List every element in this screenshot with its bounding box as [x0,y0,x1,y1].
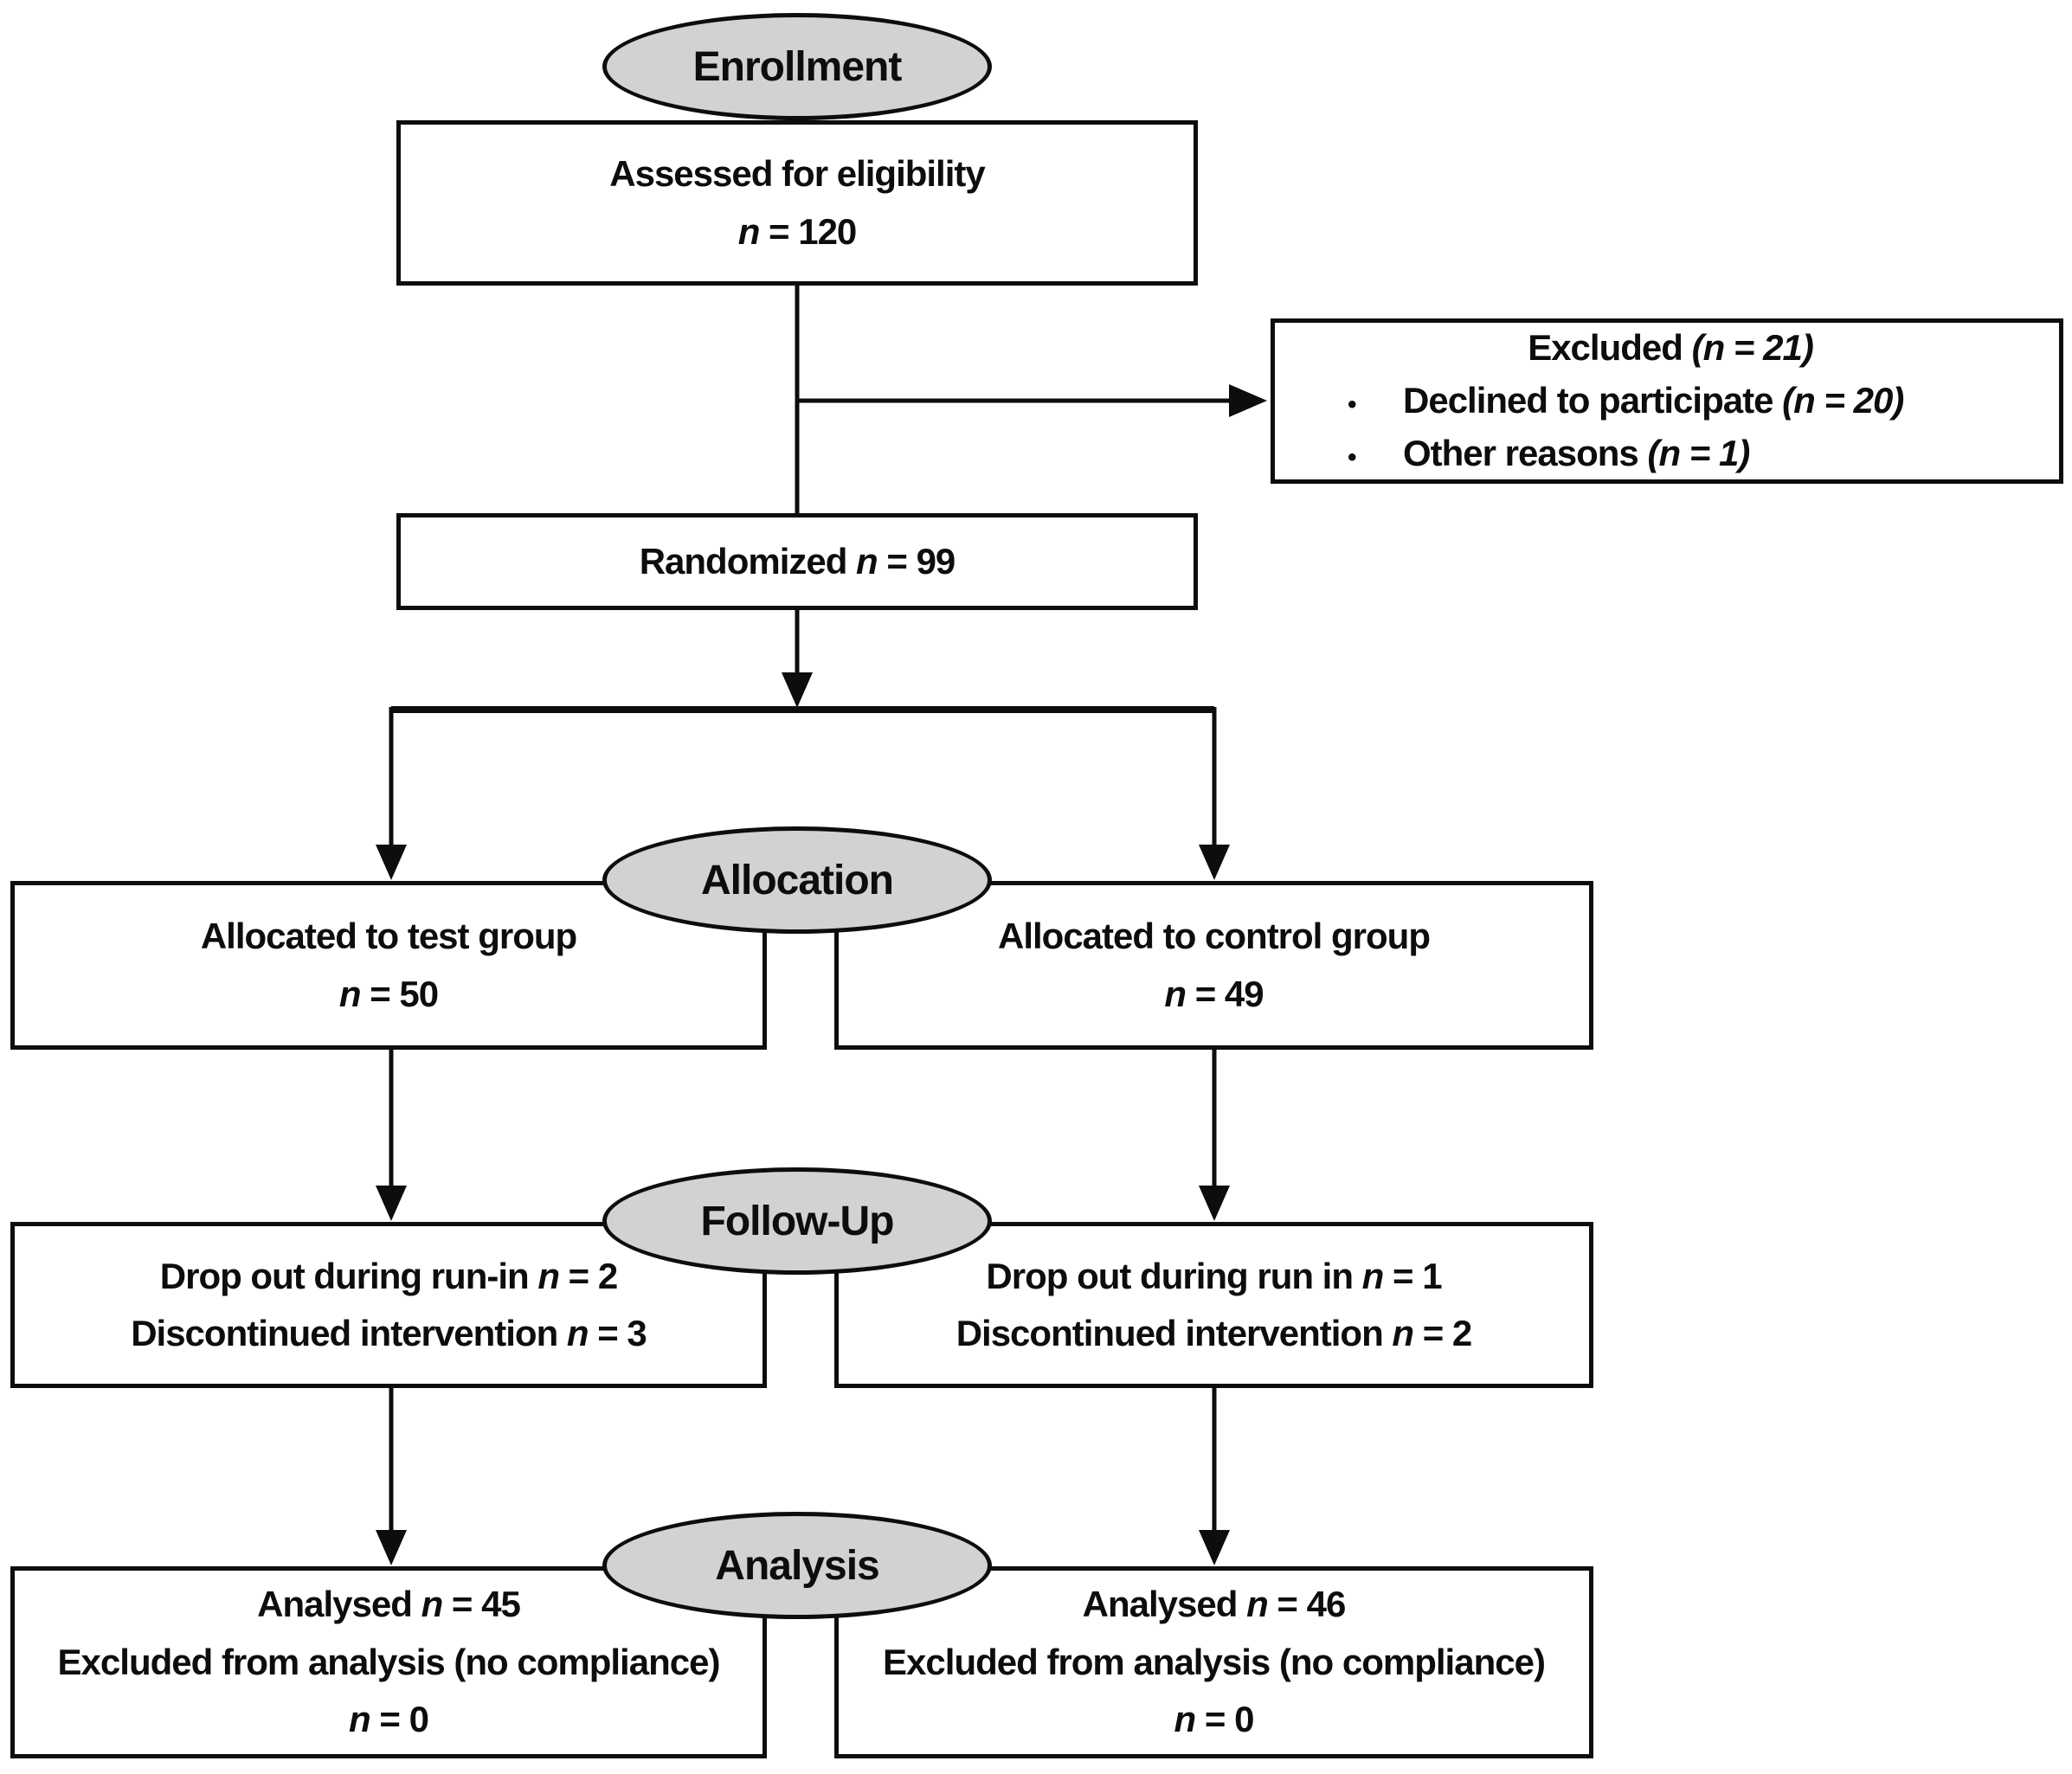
box-text-line: Excluded from analysis (no compliance) [883,1641,1546,1682]
box-text-line: n = 0 [349,1699,429,1740]
arrowhead-excluded-icon [1229,384,1267,417]
box-text-line: Drop out during run-in n = 2 [159,1255,618,1296]
box-text-line: Excluded from analysis (no compliance) [57,1641,721,1682]
box-text-line: Analysed n = 45 [257,1584,521,1625]
followup-stage-ellipse: Follow-Up [602,1167,992,1275]
box-text-line: Drop out during run in n = 1 [986,1255,1442,1296]
enrollment-stage-ellipse: Enrollment [602,13,992,120]
box-text-line: Randomized n = 99 [639,540,956,582]
stage-label: Enrollment [692,43,903,90]
arrowhead-test-analysis-icon [376,1530,407,1565]
box-text-line: Allocated to control group [998,916,1431,957]
allocation-stage-ellipse: Allocation [602,826,992,934]
analysis-test-group-box: Analysed n = 45 Excluded from analysis (… [10,1566,767,1758]
arrowhead-control-analysis-icon [1199,1530,1230,1565]
stage-label: Allocation [700,857,894,903]
excluded-box: Excluded (n = 21) • Declined to particip… [1271,318,2063,484]
box-text-line: Discontinued intervention n = 2 [956,1313,1473,1353]
box-text-line: Assessed for eligibility [609,153,985,195]
arrowhead-split-icon [782,672,813,708]
arrowhead-control-allocation-icon [1199,845,1230,880]
box-text-line: n = 50 [338,973,439,1014]
excluded-bullet-item: • Other reasons (n = 1) [1297,427,2043,480]
bullet-icon: • [1348,390,1357,420]
analysis-stage-ellipse: Analysis [602,1512,992,1619]
randomized-box: Randomized n = 99 [396,513,1198,610]
bullet-text: Other reasons (n = 1) [1403,432,1750,473]
bullet-icon: • [1348,442,1357,472]
followup-control-group-box: Drop out during run in n = 1 Discontinue… [834,1222,1593,1388]
box-text-line: n = 49 [1164,973,1264,1014]
box-text-line: n = 0 [1174,1699,1255,1740]
excluded-bullet-item: • Declined to participate (n = 20) [1297,375,2043,427]
stage-label: Follow-Up [700,1198,895,1244]
box-text-line: Allocated to test group [200,916,577,957]
analysis-control-group-box: Analysed n = 46 Excluded from analysis (… [834,1566,1593,1758]
bullet-text: Declined to participate (n = 20) [1403,380,1904,421]
arrowhead-control-followup-icon [1199,1186,1230,1221]
box-text-line: n = 120 [737,210,858,252]
stage-label: Analysis [715,1542,879,1589]
excluded-title: Excluded (n = 21) [1528,327,1814,369]
arrowhead-test-allocation-icon [376,845,407,880]
assessed-for-eligibility-box: Assessed for eligibility n = 120 [396,120,1198,286]
box-text-line: Analysed n = 46 [1082,1584,1347,1625]
arrowhead-test-followup-icon [376,1186,407,1221]
box-text-line: Discontinued intervention n = 3 [131,1313,647,1353]
